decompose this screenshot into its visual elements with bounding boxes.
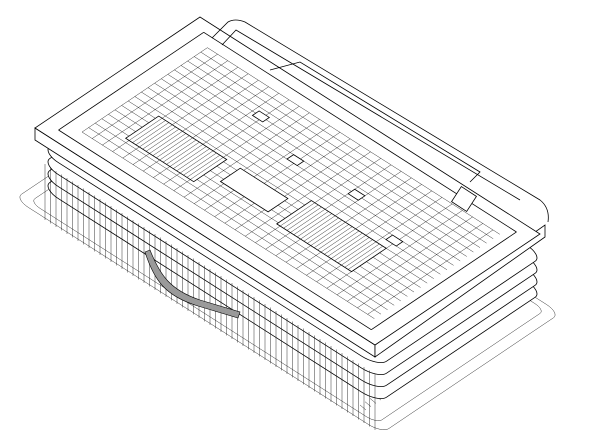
- service-strip: [212, 20, 548, 222]
- drawing-line: [139, 125, 172, 147]
- drawing-line: [276, 171, 401, 255]
- drawing-line: [174, 70, 466, 257]
- drawing-line: [188, 61, 480, 248]
- drawing-line: [337, 210, 462, 294]
- drawing-line: [318, 227, 353, 250]
- drawing-line: [347, 217, 472, 301]
- drawing-line: [156, 136, 189, 158]
- drawing-line: [321, 229, 356, 252]
- drawing-line: [201, 52, 493, 239]
- drawing-line: [177, 149, 210, 171]
- drawing-line: [297, 214, 332, 237]
- drawing-line: [150, 131, 183, 153]
- drawing-line: [168, 74, 460, 261]
- drawing-line: [287, 207, 322, 230]
- ramp: [144, 249, 241, 319]
- drawing-line: [153, 133, 186, 155]
- drawing-line: [348, 246, 383, 269]
- drawing-line: [328, 233, 363, 256]
- drawing-line: [296, 184, 421, 268]
- drawing-line: [245, 152, 370, 236]
- skylight: [348, 189, 365, 200]
- drawing-line: [184, 153, 217, 175]
- drawing-line: [324, 231, 359, 254]
- drawing-line: [335, 237, 370, 260]
- drawing-line: [331, 235, 366, 258]
- drawing-line: [82, 132, 374, 319]
- drawing-line: [306, 191, 431, 275]
- drawing-line: [146, 129, 179, 151]
- drawing-line: [181, 65, 473, 252]
- drawing-line: [163, 140, 196, 162]
- drawing-line: [371, 232, 516, 330]
- atrium-link: [221, 168, 288, 212]
- drawing-line: [59, 32, 204, 130]
- drawing-line: [95, 123, 387, 310]
- roof: [35, 17, 540, 345]
- facade-mullions: [45, 164, 375, 430]
- drawing-line: [59, 130, 372, 330]
- drawing-line: [284, 205, 319, 228]
- drawing-line: [194, 57, 486, 244]
- drawing-line: [204, 126, 329, 210]
- drawing-line: [360, 405, 366, 410]
- drawing-line: [170, 144, 203, 166]
- drawing-line: [89, 128, 381, 315]
- drawing-line: [338, 240, 373, 263]
- drawing-line: [345, 244, 380, 267]
- drawing-line: [190, 157, 223, 179]
- skylight: [287, 155, 304, 166]
- drawing-line: [129, 118, 162, 140]
- drawing-line: [194, 119, 319, 203]
- drawing-line: [215, 132, 340, 216]
- drawing-line: [184, 113, 309, 197]
- drawing-line: [357, 223, 482, 307]
- skylight: [386, 235, 403, 246]
- drawing-line: [304, 218, 339, 241]
- drawing-line: [294, 211, 329, 234]
- drawing-line: [180, 151, 213, 173]
- drawing-line: [173, 146, 206, 168]
- drawing-line: [314, 224, 349, 247]
- drawing-line: [102, 61, 227, 145]
- drawing-line: [290, 209, 325, 232]
- drawing-line: [161, 79, 453, 266]
- drawing-line: [255, 158, 380, 242]
- drawing-line: [143, 127, 176, 149]
- drawing-line: [167, 142, 200, 164]
- drawing-line: [341, 242, 376, 265]
- drawing-line: [136, 123, 169, 145]
- drawing-line: [307, 220, 342, 243]
- drawing-line: [160, 138, 193, 160]
- drawing-line: [301, 216, 336, 239]
- drawing-line: [187, 155, 220, 177]
- drawing-line: [82, 48, 207, 132]
- drawing-line: [311, 222, 346, 245]
- skylight: [253, 111, 270, 122]
- drawing-line: [92, 54, 217, 138]
- drawing-line: [327, 204, 452, 288]
- drawing-line: [266, 165, 391, 249]
- drawing-line: [280, 203, 315, 226]
- drawing-line: [365, 402, 371, 407]
- drawing-line: [317, 197, 442, 281]
- drawing-line: [225, 139, 350, 223]
- drawing-line: [133, 120, 166, 142]
- drawing-line: [286, 178, 411, 262]
- drawing-line: [207, 48, 499, 235]
- drawing-line: [235, 145, 360, 229]
- drawing-line: [368, 230, 493, 314]
